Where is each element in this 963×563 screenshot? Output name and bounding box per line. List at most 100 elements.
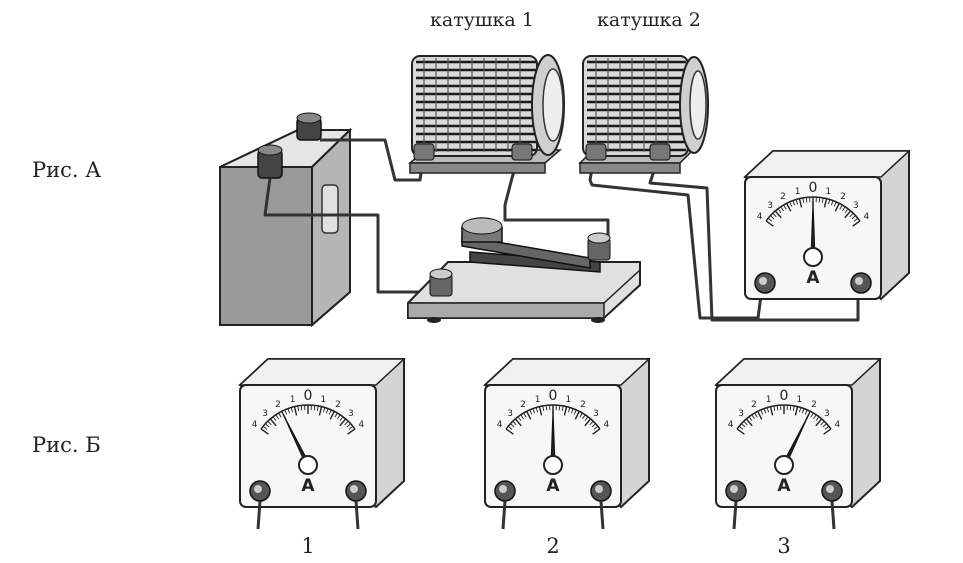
coil-2 [578,55,709,174]
meter-top [238,358,406,386]
meter-tick [339,418,347,427]
meter-tick [772,212,777,218]
meter-tick [769,406,774,416]
meter-tick [584,418,592,427]
meter-tick [802,197,805,203]
figure-a-label: Рис. А [32,158,101,182]
meter-lead-wire [354,500,360,530]
meter-tick [337,414,341,420]
meter-tick [589,420,594,426]
meter-lead-wire [501,500,507,530]
meter-tick [815,418,823,427]
meter-tick [774,210,782,219]
meter-tick [348,425,354,430]
meter-tick [741,423,746,428]
meter-lead-wire [599,500,605,530]
meter-lead-wire [830,500,836,530]
meter-tick-label: 4 [359,420,365,430]
meter-tick [297,405,300,411]
meter-tick [507,425,513,430]
meter-tick [512,420,517,426]
terminal-highlight [826,485,834,493]
coil2-label: катушка 2 [597,9,701,31]
meter-tick [514,418,522,427]
meter-tick-label: 2 [275,400,281,410]
meter-tick [275,414,279,420]
meter-unit-letter: А [777,476,791,496]
meter-tick [818,197,821,203]
meter-lead-wire [732,500,738,530]
meter-tick [801,408,805,414]
meter-tick [346,423,351,428]
battery [219,112,353,328]
meter-tick [824,425,830,430]
meter-tick [776,405,779,411]
meter-tick [300,405,303,411]
meter-tick [287,408,291,414]
meter-tick [278,412,282,418]
meter-tick [339,416,344,422]
meter-tick [561,405,564,411]
meter-tick [804,409,808,415]
meter-tick [567,407,571,413]
meter-tick [545,405,548,411]
meter-tick-label: 4 [497,420,503,430]
meter-tick [265,423,270,428]
terminal-highlight [254,485,262,493]
terminal-highlight [855,277,863,285]
meter-tick-label: 2 [520,400,526,410]
meter-tick [510,423,515,428]
meter-tick-label: 1 [321,395,327,405]
meter-top [714,358,882,386]
meter-tick-label: 3 [853,201,859,211]
meter-tick-label: 0 [809,180,818,196]
terminal-highlight [730,485,738,493]
meter-tick-label: 0 [549,388,558,404]
coil1-label: катушка 1 [430,9,534,31]
meter-tick [563,406,568,416]
meter-tick [592,428,601,435]
meter-tick [842,206,846,212]
meter-tick [757,411,763,420]
meter-tick [849,212,854,218]
meter-tick [344,420,349,426]
meter-tick [313,405,316,411]
meter-tick-label: 1 [290,395,296,405]
meter-tick [347,428,356,435]
meter-tick [820,420,825,426]
meter-tick-label: 4 [835,420,841,430]
ammeter-number-label: 1 [301,534,314,558]
meter-unit-letter: А [806,268,820,288]
key-switch [407,217,641,323]
meter-tick [763,408,767,414]
meter-lead-wire [256,500,262,530]
meter-tick [853,217,859,222]
meter-tick [765,220,774,227]
meter-tick [821,197,824,203]
meter-tick [520,414,524,420]
meter-tick [260,428,269,435]
meter-tick-label: 1 [797,395,803,405]
meter-tick-label: 3 [824,409,830,419]
meter-tick [542,405,545,411]
meter-tick-label: 2 [580,400,586,410]
meter-tick-label: 4 [757,212,763,222]
meter-tick [795,199,799,205]
meter-tick [267,420,272,426]
meter-tick [262,425,268,430]
meter-tick [844,210,852,219]
meter-tick [813,414,817,420]
meter-tick [760,409,764,415]
meter-tick [532,408,536,414]
meter-tick [269,418,277,427]
meter-tick [743,420,748,426]
meter-unit-letter: А [546,476,560,496]
meter-tick-label: 3 [767,201,773,211]
meter-tick [272,416,277,422]
meter-tick [844,208,849,214]
meter-tick-label: 3 [262,409,268,419]
